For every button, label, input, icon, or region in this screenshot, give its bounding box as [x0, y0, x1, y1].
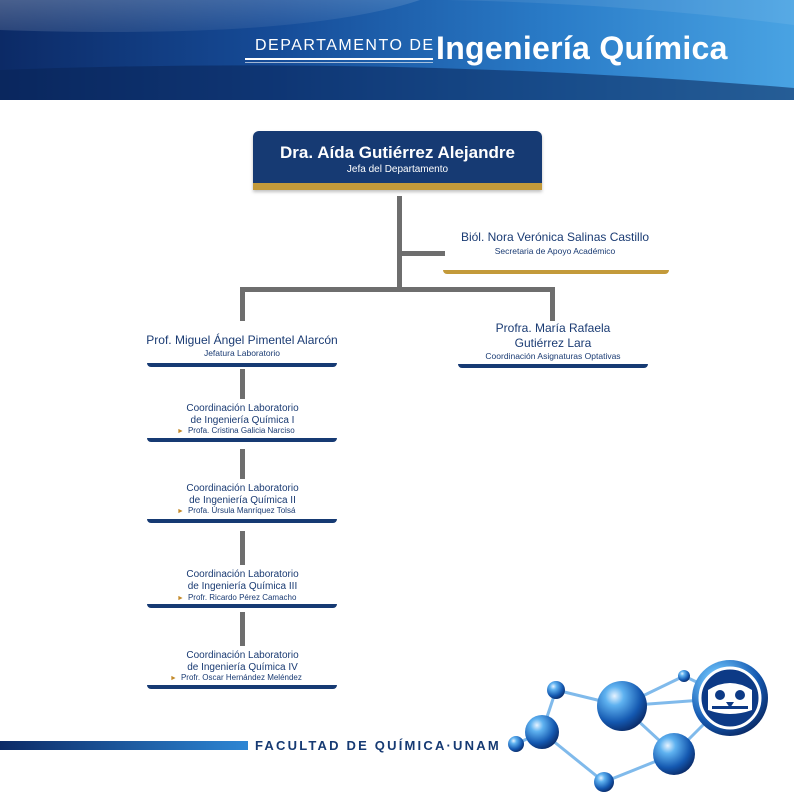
- lab-coord-4-line1: Coordinación Laboratorio: [186, 650, 299, 661]
- head-name: Dra. Aída Gutiérrez Alejandre: [280, 143, 515, 162]
- secretary-role: Secretaria de Apoyo Académico: [494, 246, 616, 256]
- arrow-icon: ►: [170, 675, 177, 682]
- lab-head-underline: [147, 363, 337, 367]
- lab-coord-3-underline: [147, 604, 337, 608]
- department-title: Ingeniería Química: [436, 30, 728, 66]
- lab-coord-1-line2: de Ingeniería Química I: [190, 415, 295, 426]
- lab-coord-3-prof: ►Profr. Ricardo Pérez Camacho: [177, 593, 297, 602]
- lab-coord-4-prof: ►Profr. Oscar Hernández Meléndez: [170, 673, 302, 682]
- optativas-role: Coordinación Asignaturas Optativas: [485, 351, 621, 361]
- molecule-decoration: [508, 660, 768, 792]
- lab-coord-3-line2: de Ingeniería Química III: [187, 581, 298, 592]
- connector-line: [550, 287, 555, 321]
- lab-coord-3-line1: Coordinación Laboratorio: [186, 569, 299, 580]
- connector-line: [240, 612, 245, 646]
- lab-coord-2-line2: de Ingeniería Química II: [189, 495, 296, 506]
- lab-coord-2-line1: Coordinación Laboratorio: [186, 483, 299, 494]
- department-prefix: DEPARTAMENTO DE: [255, 37, 435, 54]
- optativas-name-line2: Gutiérrez Lara: [514, 336, 592, 350]
- lab-head-role: Jefatura Laboratorio: [203, 348, 281, 358]
- connector-line: [240, 287, 555, 292]
- owl-logo-icon: [708, 683, 752, 714]
- secretary-name: Biól. Nora Verónica Salinas Castillo: [460, 230, 650, 244]
- footer-bar: [0, 741, 248, 750]
- arrow-icon: ►: [177, 508, 184, 515]
- secretary-underline: [443, 270, 669, 274]
- footer-text: FACULTAD DE QUÍMICA·UNAM: [255, 738, 501, 753]
- lab-coord-1-line1: Coordinación Laboratorio: [186, 403, 299, 414]
- head-card: Dra. Aída Gutiérrez Alejandre Jefa del D…: [253, 131, 542, 190]
- connector-line: [397, 196, 402, 290]
- connector-line: [240, 287, 245, 321]
- connector-line: [399, 251, 445, 256]
- lab-coord-4-line2: de Ingeniería Química IV: [187, 662, 298, 673]
- lab-coord-2-prof: ►Profa. Úrsula Manríquez Tolsá: [177, 506, 296, 515]
- lab-coord-1-underline: [147, 438, 337, 442]
- connector-line: [240, 531, 245, 565]
- lab-head-name: Prof. Miguel Ángel Pimentel Alarcón: [146, 333, 338, 347]
- lab-coord-4-underline: [147, 685, 337, 689]
- connector-line: [240, 369, 245, 399]
- head-role: Jefa del Departamento: [346, 164, 449, 175]
- lab-coord-2-underline: [147, 519, 337, 523]
- arrow-icon: ►: [177, 595, 184, 602]
- lab-coord-1-prof: ►Profa. Cristina Galicia Narciso: [177, 426, 295, 435]
- arrow-icon: ►: [177, 428, 184, 435]
- header-banner: [0, 0, 794, 100]
- connector-line: [240, 449, 245, 479]
- optativas-name-line1: Profra. María Rafaela: [495, 321, 611, 335]
- optativas-underline: [458, 364, 648, 368]
